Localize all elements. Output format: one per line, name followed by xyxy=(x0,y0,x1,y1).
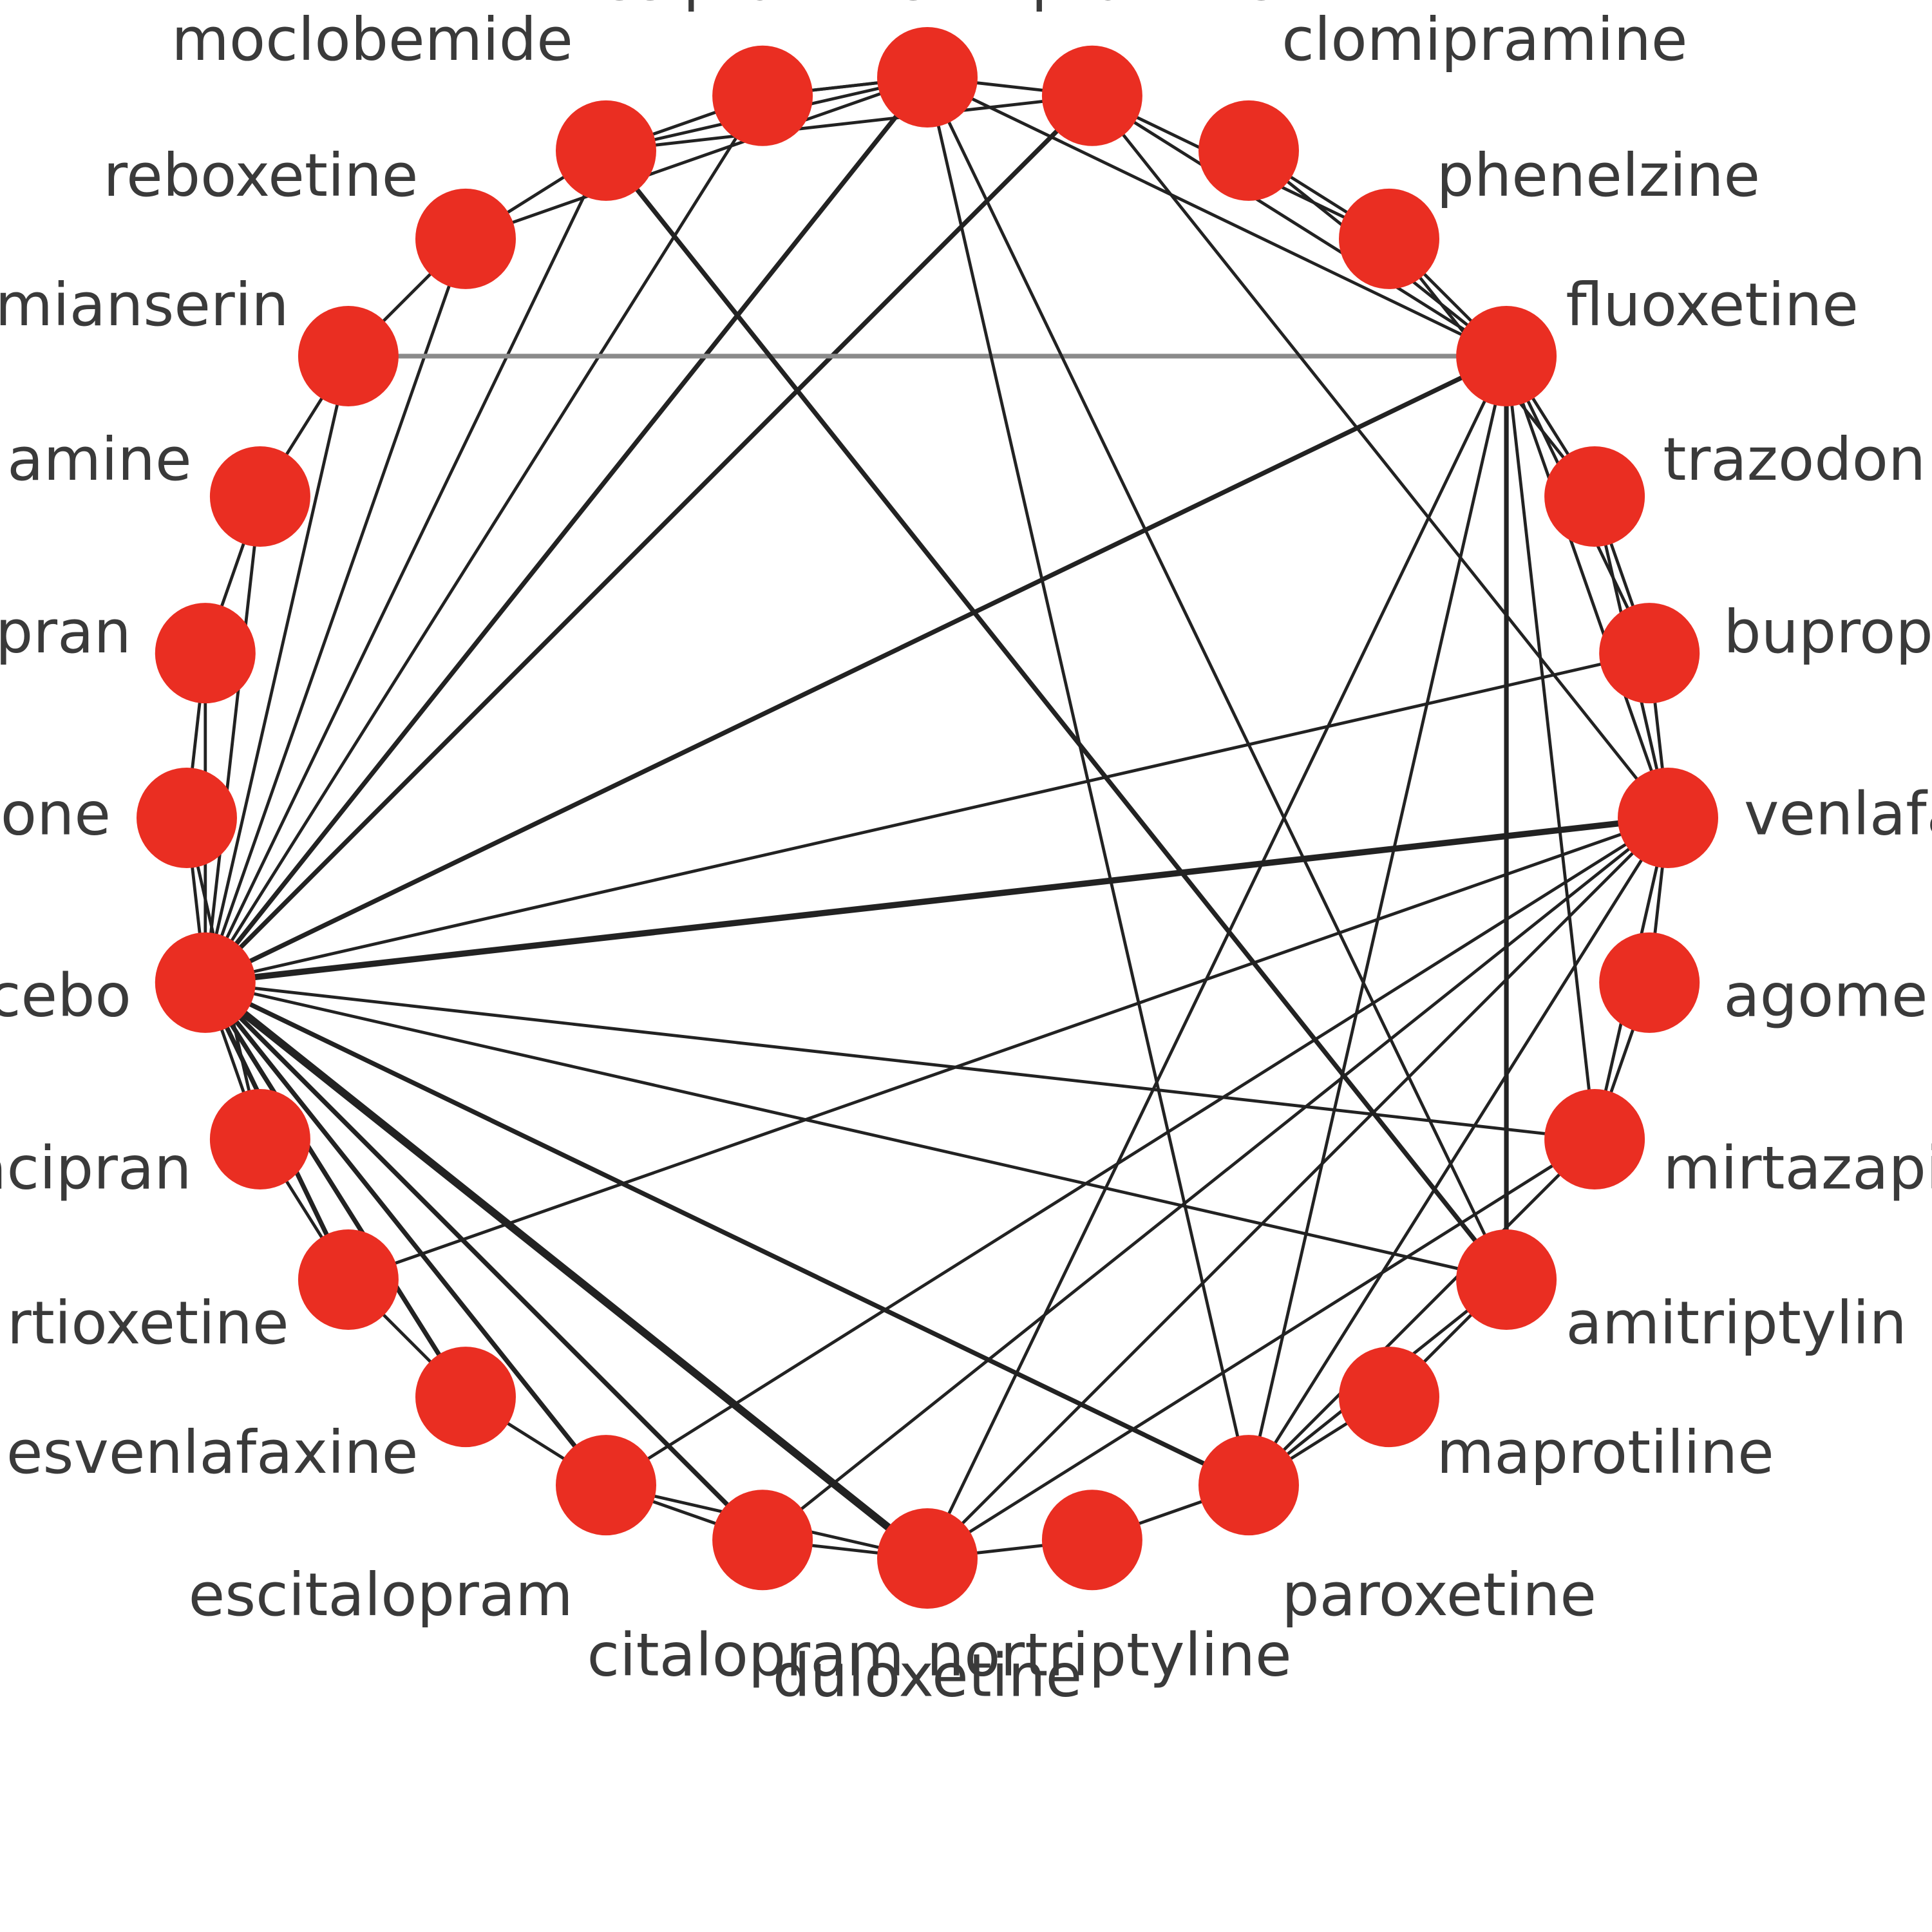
node-label-trazodone: trazodon xyxy=(1663,425,1926,494)
node-trazodone[interactable] xyxy=(1544,446,1645,547)
edge-fluoxetine-venlafaxine xyxy=(1504,354,1670,820)
edge-fluoxetine-duloxetine xyxy=(925,354,1508,1560)
edge-placebo-citalopram xyxy=(203,980,765,1542)
edge-moclobemide-imipramine xyxy=(604,94,1094,153)
node-imipramine[interactable] xyxy=(1041,45,1142,146)
node-label-desvenlafaxine: esvenlafaxine xyxy=(6,1418,419,1487)
edge-venlafaxine-vortioxetine xyxy=(346,816,1670,1282)
node-label-maprotiline: maprotiline xyxy=(1437,1418,1774,1487)
node-nortriptyline[interactable] xyxy=(1041,1490,1142,1591)
node-label-desipramine: desipramine xyxy=(562,0,929,14)
node-placebo[interactable] xyxy=(155,932,256,1033)
node-mirtazapine[interactable] xyxy=(1544,1089,1645,1189)
node-label-node_23: amine xyxy=(7,425,191,494)
node-node_23[interactable] xyxy=(209,446,310,547)
node-node_21[interactable] xyxy=(137,768,237,868)
node-label-bupropion: buprop xyxy=(1723,598,1932,667)
node-milnacipran[interactable] xyxy=(209,1089,310,1189)
edge-placebo-node_23 xyxy=(204,495,262,985)
node-label-vortioxetine: rtioxetine xyxy=(7,1289,289,1358)
node-agomelatine[interactable] xyxy=(1599,932,1700,1033)
edge-placebo-moclobemide xyxy=(204,149,608,985)
node-maprotiline[interactable] xyxy=(1339,1347,1439,1448)
node-moclobemide[interactable] xyxy=(556,100,656,201)
edge-placebo-desipramine xyxy=(204,94,764,985)
edge-venlafaxine-duloxetine xyxy=(925,816,1670,1560)
edge-placebo-sertraline xyxy=(203,75,930,985)
edge-placebo-paroxetine xyxy=(203,980,1251,1488)
node-escitalopram[interactable] xyxy=(556,1435,656,1536)
node-label-reboxetine: reboxetine xyxy=(103,141,418,210)
node-clomipramine[interactable] xyxy=(1198,100,1299,201)
node-label-phenelzine: phenelzine xyxy=(1437,141,1761,210)
node-vortioxetine[interactable] xyxy=(298,1229,399,1330)
edge-placebo-mirtazapine xyxy=(204,981,1596,1141)
edge-sertraline-paroxetine xyxy=(925,75,1251,1487)
node-desipramine[interactable] xyxy=(712,45,813,146)
edge-imipramine-venlafaxine xyxy=(1090,94,1670,820)
edge-placebo-escitalopram xyxy=(203,980,609,1488)
edge-mirtazapine-duloxetine xyxy=(925,1137,1596,1560)
edge-placebo-duloxetine xyxy=(201,978,931,1562)
node-label-citalopram: citalopram xyxy=(587,1621,904,1690)
edge-moclobemide-amitriptyline xyxy=(603,148,1509,1282)
node-label-moclobemide: moclobemide xyxy=(171,5,573,74)
edge-sertraline-reboxetine xyxy=(464,75,929,241)
node-bupropion[interactable] xyxy=(1599,603,1700,704)
node-label-clomipramine: clomipramine xyxy=(1282,5,1687,74)
node-venlafaxine[interactable] xyxy=(1618,768,1718,868)
edge-placebo-desvenlafaxine xyxy=(203,980,468,1399)
node-reboxetine[interactable] xyxy=(415,188,516,289)
node-sertraline[interactable] xyxy=(877,27,978,128)
edge-placebo-bupropion xyxy=(204,651,1651,985)
edge-placebo-amitriptyline xyxy=(204,981,1508,1282)
node-fluoxetine[interactable] xyxy=(1456,306,1557,406)
node-label-mirtazapine: mirtazapi xyxy=(1663,1134,1932,1203)
node-node_22[interactable] xyxy=(155,603,256,704)
node-label-mianserin: mianserin xyxy=(0,270,289,339)
edge-placebo-imipramine xyxy=(203,93,1095,985)
labels-layer: sertralineimipramineclomipraminephenelzi… xyxy=(0,0,1932,1710)
node-desvenlafaxine[interactable] xyxy=(415,1347,516,1448)
node-duloxetine[interactable] xyxy=(877,1508,978,1609)
node-label-duloxetine: duloxetine xyxy=(773,1641,1082,1710)
edge-mirtazapine-paroxetine xyxy=(1247,1137,1596,1487)
edge-fluoxetine-mirtazapine xyxy=(1504,354,1596,1141)
node-label-fluoxetine: fluoxetine xyxy=(1566,270,1858,339)
node-label-venlafaxine: venlafa xyxy=(1744,779,1932,848)
node-mianserin[interactable] xyxy=(298,306,399,406)
node-paroxetine[interactable] xyxy=(1198,1435,1299,1536)
edge-placebo-venlafaxine xyxy=(202,815,1671,986)
node-citalopram[interactable] xyxy=(712,1490,813,1591)
node-label-milnacipran: nacipran xyxy=(0,1134,192,1203)
edge-sertraline-amitriptyline xyxy=(925,75,1508,1282)
node-label-node_22: pran xyxy=(0,598,131,667)
edge-placebo-reboxetine xyxy=(204,237,468,985)
edge-fluoxetine-imipramine xyxy=(1090,94,1508,358)
edge-placebo-fluoxetine xyxy=(203,354,1509,985)
node-amitriptyline[interactable] xyxy=(1456,1229,1557,1330)
edge-venlafaxine-escitalopram xyxy=(604,816,1670,1487)
node-phenelzine[interactable] xyxy=(1339,188,1439,289)
edge-fluoxetine-sertraline xyxy=(925,75,1508,358)
node-label-amitriptyline: amitriptylin xyxy=(1566,1289,1906,1358)
edge-venlafaxine-citalopram xyxy=(761,816,1670,1542)
nodes-layer xyxy=(137,27,1718,1609)
node-label-imipramine: imipramine xyxy=(940,0,1277,14)
node-label-paroxetine: paroxetine xyxy=(1282,1560,1596,1629)
edges-layer xyxy=(185,75,1671,1562)
node-label-agomelatine: agome xyxy=(1723,961,1927,1030)
node-label-placebo: cebo xyxy=(0,961,131,1030)
node-label-nortriptyline: nortriptyline xyxy=(927,1621,1292,1690)
node-label-escitalopram: escitalopram xyxy=(189,1560,573,1629)
edge-venlafaxine-paroxetine xyxy=(1247,816,1670,1487)
node-label-node_21: one xyxy=(1,779,111,848)
edge-placebo-mianserin xyxy=(204,354,350,985)
